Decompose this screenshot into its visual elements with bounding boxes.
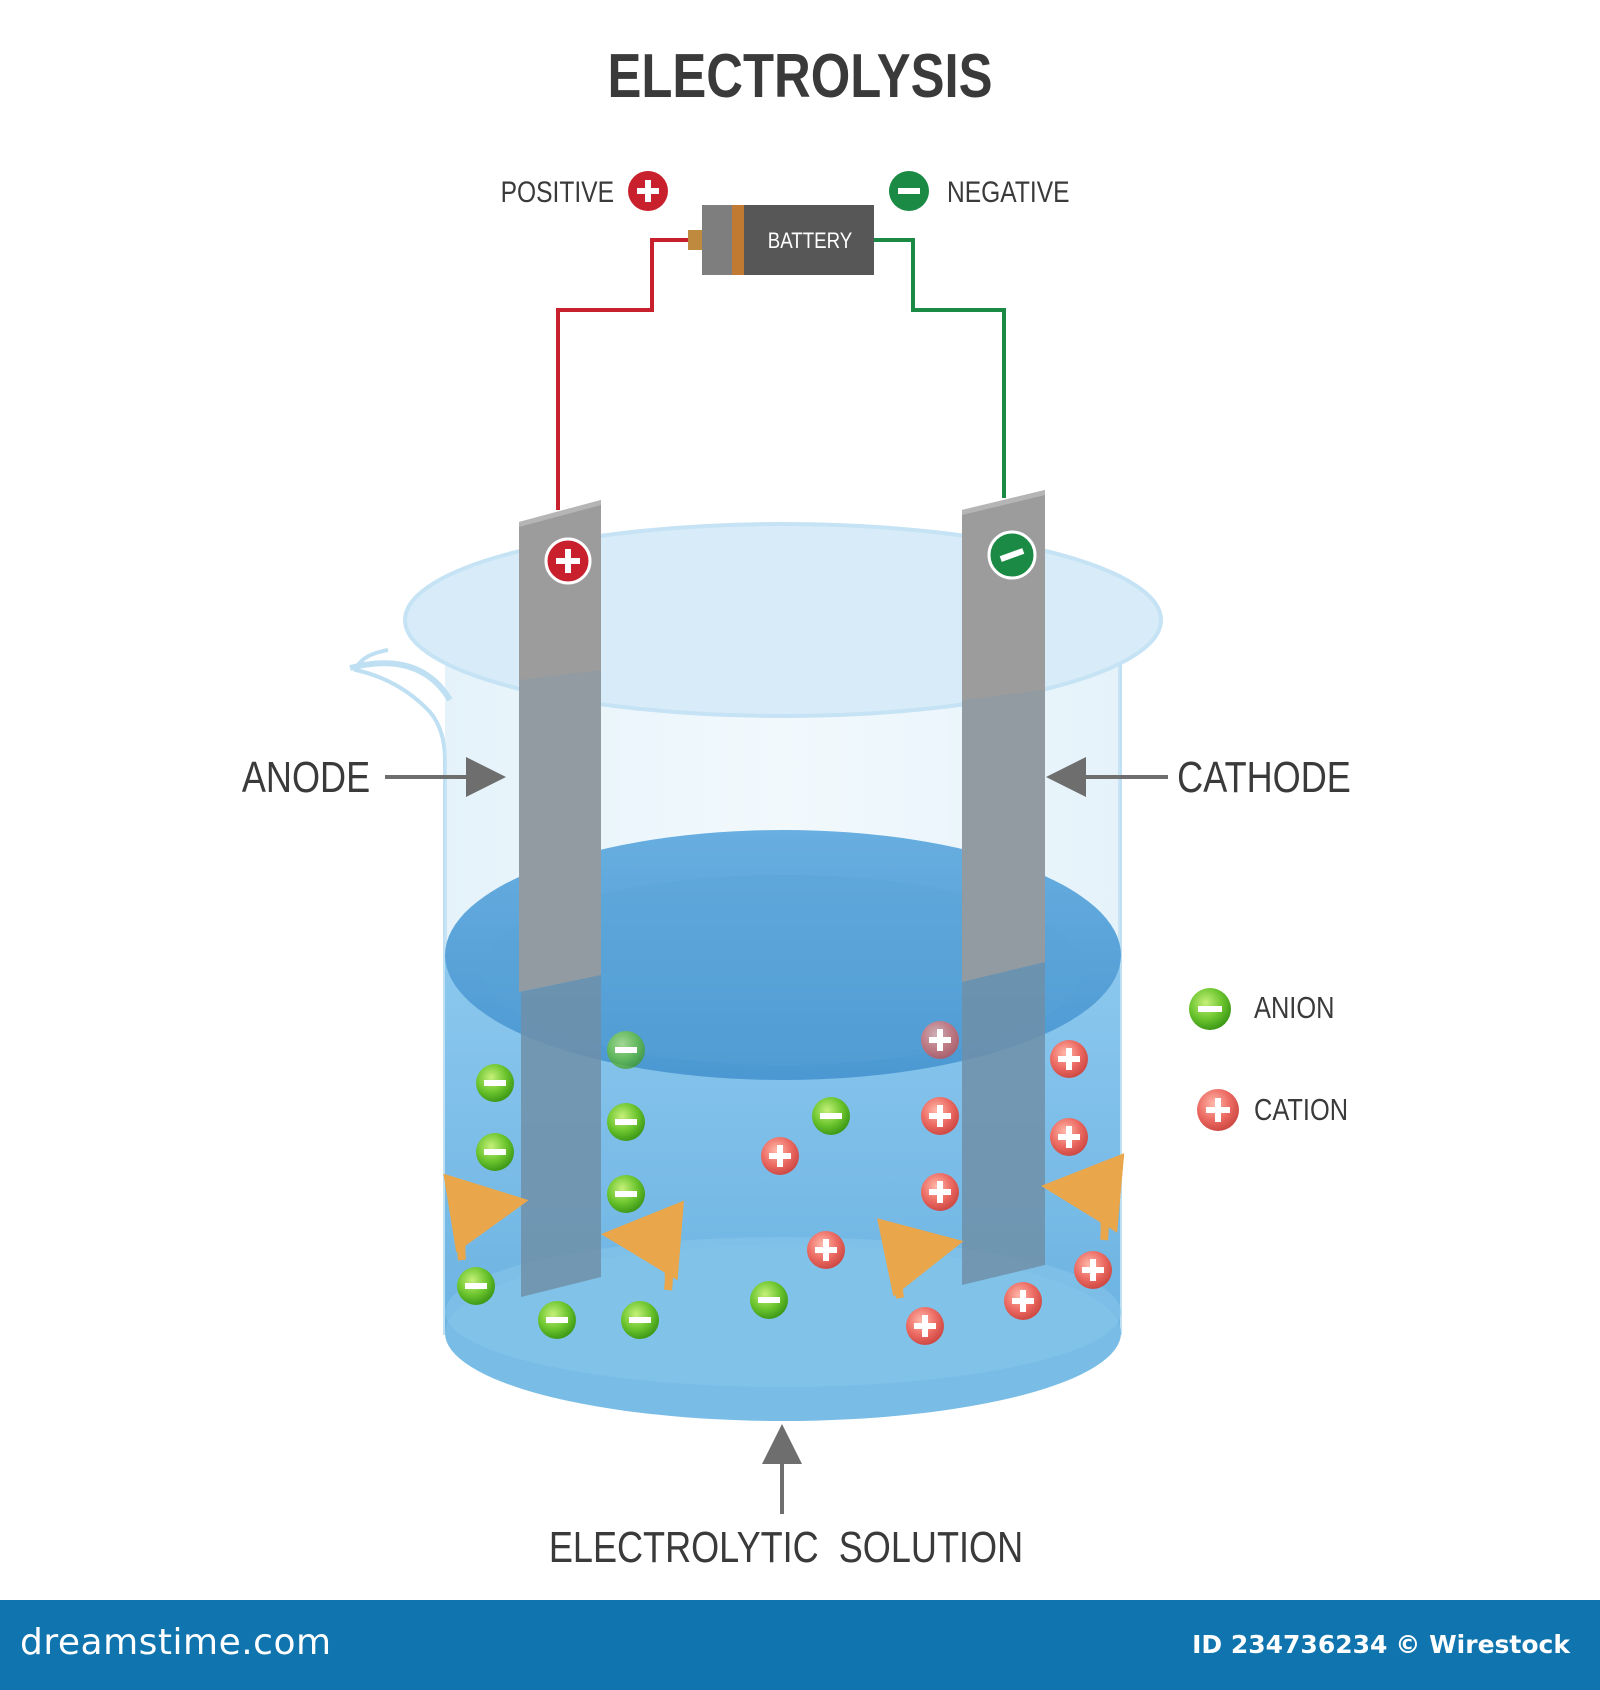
anion-icon xyxy=(538,1301,576,1339)
positive-label: POSITIVE xyxy=(501,175,614,209)
image-id: ID 234736234 xyxy=(1192,1630,1388,1659)
curved-arrow-icon xyxy=(877,1218,964,1299)
legend-anion-icon xyxy=(1189,988,1231,1030)
cathode-label: CATHODE xyxy=(1177,753,1351,802)
cation-icon xyxy=(1074,1251,1112,1289)
negative-terminal-icon xyxy=(889,171,929,211)
diagram-title: ELECTROLYSIS xyxy=(607,42,992,111)
cation-icon xyxy=(921,1097,959,1135)
anode-plus-icon xyxy=(544,537,592,585)
image-author: © Wirestock xyxy=(1395,1630,1570,1659)
ion-movement-arrows xyxy=(443,1153,1125,1299)
cation-icon xyxy=(1050,1118,1088,1156)
positive-terminal-icon xyxy=(628,171,668,211)
cation-icon xyxy=(921,1021,959,1059)
curved-arrow-icon xyxy=(1041,1153,1125,1241)
legend-cation-icon xyxy=(1197,1089,1239,1131)
solution-label: ELECTROLYTIC SOLUTION xyxy=(549,1523,1023,1572)
curved-arrow-icon xyxy=(443,1173,529,1261)
cation-icon xyxy=(807,1231,845,1269)
cation-icon xyxy=(1050,1040,1088,1078)
cation-icon xyxy=(906,1307,944,1345)
cation-particles xyxy=(761,1021,1112,1345)
cation-icon xyxy=(1004,1282,1042,1320)
watermark-site: dreamstime.com xyxy=(20,1622,332,1663)
curved-arrow-icon xyxy=(601,1200,685,1291)
anion-icon xyxy=(750,1281,788,1319)
legend: ANION CATION xyxy=(1189,988,1348,1131)
cathode-minus-icon xyxy=(987,530,1037,580)
battery-label: BATTERY xyxy=(768,230,853,254)
positive-wire xyxy=(556,238,688,510)
watermark-footer: dreamstime.com ID 234736234© Wirestock xyxy=(0,1600,1600,1690)
legend-anion-label: ANION xyxy=(1254,991,1334,1026)
anion-icon xyxy=(812,1097,850,1135)
anion-icon xyxy=(607,1031,645,1069)
anode-electrode xyxy=(519,500,601,1297)
anion-icon xyxy=(607,1175,645,1213)
cation-icon xyxy=(921,1173,959,1211)
cation-icon xyxy=(761,1137,799,1175)
anion-icon xyxy=(457,1267,495,1305)
anion-icon xyxy=(621,1301,659,1339)
anion-icon xyxy=(607,1103,645,1141)
anion-icon xyxy=(476,1064,514,1102)
anion-icon xyxy=(476,1133,514,1171)
electrolysis-diagram: ELECTROLYSIS POSITIVE NEGATIVE BATTERY xyxy=(242,42,1351,1572)
anode-label: ANODE xyxy=(242,753,370,802)
negative-label: NEGATIVE xyxy=(947,175,1070,209)
cathode-electrode xyxy=(962,490,1045,1285)
battery: BATTERY xyxy=(688,205,874,275)
legend-cation-label: CATION xyxy=(1254,1093,1348,1128)
watermark-credit: ID 234736234© Wirestock xyxy=(1184,1630,1570,1659)
anion-particles xyxy=(457,1031,850,1339)
negative-wire xyxy=(874,238,1006,498)
